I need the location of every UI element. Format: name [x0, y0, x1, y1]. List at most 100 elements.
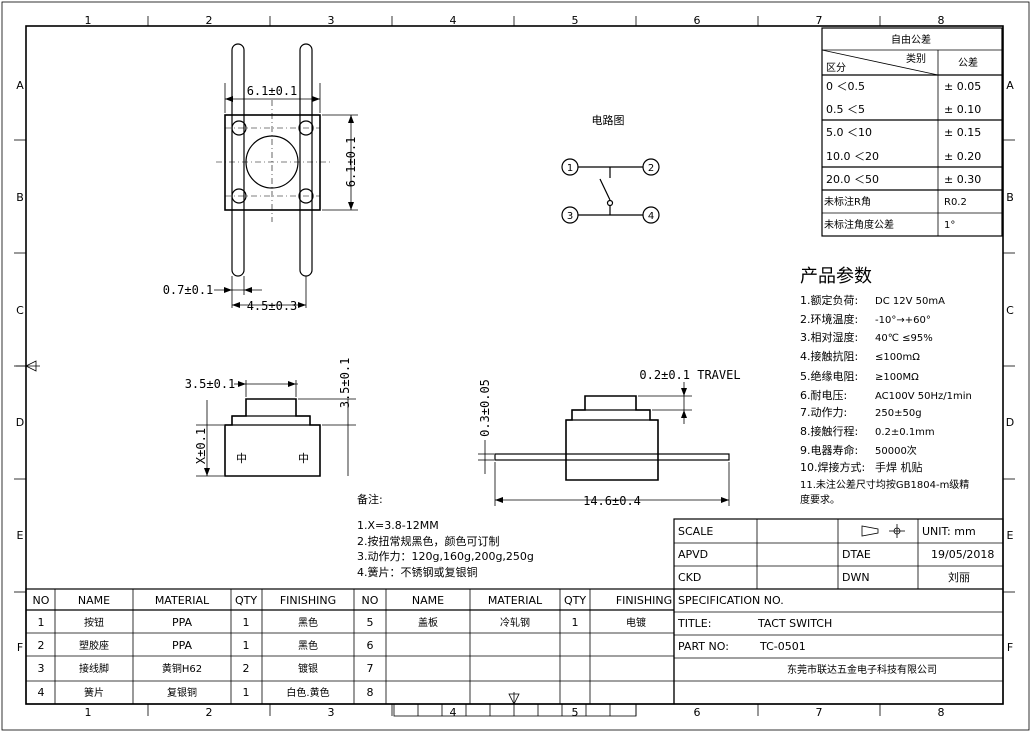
svg-text:FINISHING: FINISHING: [616, 594, 672, 607]
svg-text:8: 8: [367, 686, 374, 699]
dim-side-button-height: 3.5±0.1: [338, 358, 352, 409]
spec-label: SPECIFICATION NO.: [678, 594, 784, 607]
ckd-label: CKD: [678, 571, 701, 584]
drawer: 刘丽: [948, 571, 970, 584]
svg-text:5: 5: [367, 616, 374, 629]
svg-text:塑胶座: 塑胶座: [79, 639, 109, 652]
tol-range: 5.0 ＜10: [826, 126, 872, 139]
col-label: 1: [85, 706, 92, 719]
zone-ticks: [14, 16, 1015, 716]
projection-symbol: [861, 524, 905, 538]
col-label: 8: [938, 706, 945, 719]
param-value: ≤100mΩ: [875, 352, 920, 363]
part-value: TC-0501: [759, 640, 806, 653]
svg-text:1: 1: [572, 616, 579, 629]
svg-text:黄铜H62: 黄铜H62: [162, 662, 202, 675]
note-line: 4.簧片：不锈钢或复银铜: [357, 565, 478, 579]
svg-text:1: 1: [567, 163, 573, 174]
product-params: 产品参数 1.额定负荷: DC 12V 50mA 2.环境温度: -10°→+6…: [800, 266, 972, 506]
param-value: -10°→+60°: [875, 315, 931, 326]
title-block: SCALE UNIT: mm APVD DTAE 19/05/2018 CKD …: [673, 518, 1004, 705]
svg-text:白色.黄色: 白色.黄色: [286, 686, 329, 699]
tol-value: ± 0.30: [944, 173, 981, 186]
svg-text:电镀: 电镀: [626, 616, 646, 629]
param-note: 度要求。: [800, 493, 840, 506]
note-line: 2.按扭常规黑色，颜色可订制: [357, 534, 500, 548]
tol-value: ± 0.20: [944, 150, 981, 163]
tol-range: 未标注角度公差: [824, 218, 894, 231]
svg-text:2: 2: [648, 163, 654, 174]
svg-text:接线脚: 接线脚: [79, 662, 109, 675]
dim-pin-pitch: 4.5±0.3: [247, 299, 298, 313]
col-label: 6: [694, 14, 701, 27]
param-label: 1.额定负荷:: [800, 293, 858, 307]
svg-text:簧片: 簧片: [84, 686, 104, 699]
dim-pin-width: 0.7±0.1: [163, 283, 214, 297]
notes-title: 备注:: [357, 492, 383, 506]
svg-text:MATERIAL: MATERIAL: [488, 594, 543, 607]
svg-text:QTY: QTY: [235, 594, 257, 607]
param-value: ≥100MΩ: [875, 372, 919, 383]
svg-text:盖板: 盖板: [418, 616, 438, 629]
tol-range: 20.0 ＜50: [826, 173, 879, 186]
dim-top-width: 6.1±0.1: [247, 84, 298, 98]
svg-text:NAME: NAME: [412, 594, 444, 607]
mark-right: 中: [298, 452, 309, 465]
tol-value: 1°: [944, 220, 955, 231]
col-label: 5: [572, 14, 579, 27]
row-label: C: [1006, 304, 1014, 317]
tol-header-range: 区分: [826, 62, 846, 74]
param-label: 4.接触抗阻:: [800, 349, 858, 363]
side-view: 中 中 3.5±0.1 3.5±0.1 X±0.1: [185, 358, 356, 477]
col-label: 3: [328, 706, 335, 719]
param-label: 2.环境温度:: [800, 312, 858, 326]
col-label: 4: [450, 14, 457, 27]
svg-text:7: 7: [367, 662, 374, 675]
tol-range: 未标注R角: [824, 195, 871, 208]
param-label: 8.接触行程:: [800, 424, 858, 438]
tol-value: ± 0.05: [944, 80, 981, 93]
pin-left: [231, 43, 245, 277]
tol-header-tol: 公差: [958, 56, 978, 69]
row-label: A: [1006, 79, 1014, 92]
top-view: 6.1±0.1 6.1±0.1 0.7±0.1 4.5±0.3: [163, 43, 358, 313]
col-label: 2: [206, 14, 213, 27]
svg-text:MATERIAL: MATERIAL: [155, 594, 210, 607]
front-pins: [494, 453, 730, 461]
circuit-title: 电路图: [592, 114, 625, 127]
param-note: 11.未注公差尺寸均按GB1804-m级精: [800, 478, 969, 491]
front-view: 0.3±0.05 0.2±0.1 TRAVEL 14.6±0.4: [478, 368, 741, 508]
param-label: 7.动作力:: [800, 406, 847, 419]
switch-body-top: [224, 114, 321, 211]
pin-right: [299, 43, 313, 277]
row-label: C: [16, 304, 24, 317]
param-label: 3.相对湿度:: [800, 330, 858, 344]
param-value: 40℃ ≤95%: [875, 333, 933, 344]
svg-text:2: 2: [38, 639, 45, 652]
svg-text:1: 1: [243, 616, 250, 629]
col-label: 7: [816, 14, 823, 27]
svg-text:镀银: 镀银: [298, 662, 318, 675]
param-label: 9.电器寿命:: [800, 443, 858, 457]
circuit-diagram: 电路图 1 2 3 4: [561, 114, 660, 224]
param-label: 10.焊接方式:: [800, 460, 865, 474]
tol-header-category: 类别: [906, 52, 926, 65]
scale-label: SCALE: [678, 525, 713, 538]
note-line: 3.动作力：120g,160g,200g,250g: [357, 550, 534, 563]
svg-text:NO: NO: [362, 594, 379, 607]
svg-text:2: 2: [243, 662, 250, 675]
col-label: 7: [816, 706, 823, 719]
param-label: 5.绝缘电阻:: [800, 369, 858, 383]
bom-table: NO NAME MATERIAL QTY FINISHING NO NAME M…: [25, 588, 675, 705]
row-label: E: [1007, 529, 1014, 542]
tol-value: ± 0.10: [944, 103, 981, 116]
zone-labels: 1 2 3 4 5 6 7 8 1 2 3 4 5 6 7 8 A B C D …: [16, 14, 1014, 719]
tol-value: ± 0.15: [944, 126, 981, 139]
svg-text:黑色: 黑色: [298, 639, 318, 652]
svg-text:3: 3: [38, 662, 45, 675]
svg-text:NAME: NAME: [78, 594, 110, 607]
param-value: DC 12V 50mA: [875, 296, 945, 307]
col-label: 2: [206, 706, 213, 719]
